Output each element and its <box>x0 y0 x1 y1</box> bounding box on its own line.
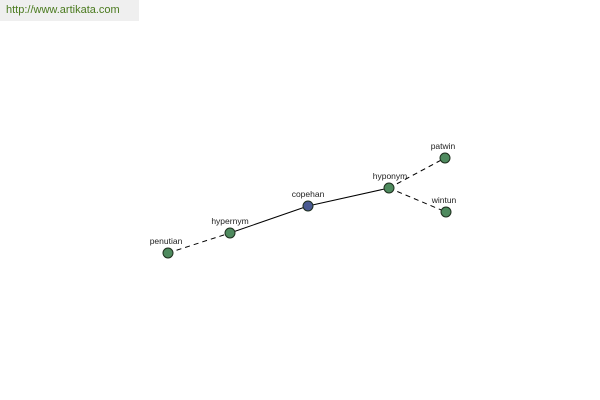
node-dot-copehan[interactable] <box>302 200 314 212</box>
node-hyponym[interactable]: hyponym <box>373 171 408 194</box>
node-dot-hyponym[interactable] <box>383 182 395 194</box>
node-label-copehan: copehan <box>292 189 325 199</box>
nodes-layer: penutian hypernym copehan hyponym patwin wint… <box>150 141 457 259</box>
node-penutian[interactable]: penutian <box>150 236 183 259</box>
node-dot-hypernym[interactable] <box>224 227 236 239</box>
edge-copehan-hyponym <box>307 187 390 207</box>
node-hypernym[interactable]: hypernym <box>211 216 249 239</box>
edge-penutian-hypernym <box>167 232 231 254</box>
node-label-hypernym: hypernym <box>211 216 248 226</box>
node-wintun[interactable]: wintun <box>431 195 457 218</box>
edge-hypernym-copehan <box>229 205 309 234</box>
edge-hyponym-wintun <box>388 187 447 213</box>
source-url-watermark[interactable]: http://www.artikata.com <box>0 0 139 21</box>
edge-hyponym-patwin <box>388 157 446 189</box>
node-dot-patwin[interactable] <box>439 152 451 164</box>
node-label-patwin: patwin <box>431 141 456 151</box>
node-label-penutian: penutian <box>150 236 183 246</box>
node-patwin[interactable]: patwin <box>431 141 456 164</box>
edges-layer <box>167 157 447 254</box>
node-label-hyponym: hyponym <box>373 171 408 181</box>
node-dot-penutian[interactable] <box>162 247 174 259</box>
node-dot-wintun[interactable] <box>440 206 452 218</box>
node-copehan[interactable]: copehan <box>292 189 325 212</box>
node-label-wintun: wintun <box>431 195 457 205</box>
